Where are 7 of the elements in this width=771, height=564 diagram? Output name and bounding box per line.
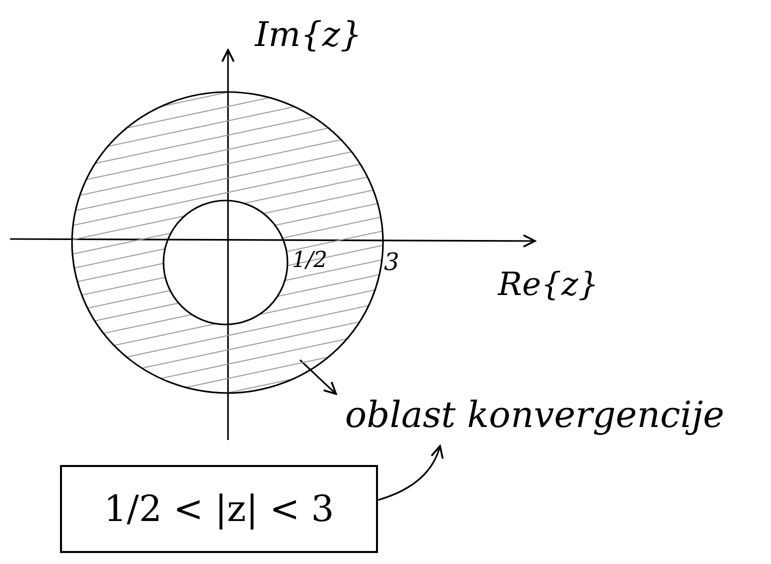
inequality-text: 1/2 < |z| < 3 bbox=[104, 488, 334, 530]
leader-arrow bbox=[378, 445, 444, 501]
real-axis-label: Re{z} bbox=[498, 268, 599, 300]
tick-label: 1/2 bbox=[292, 250, 328, 272]
tick-label: 3 bbox=[384, 250, 400, 274]
region-caption: oblast konvergencije bbox=[345, 395, 726, 436]
imaginary-axis-label: Im{z} bbox=[255, 18, 362, 52]
